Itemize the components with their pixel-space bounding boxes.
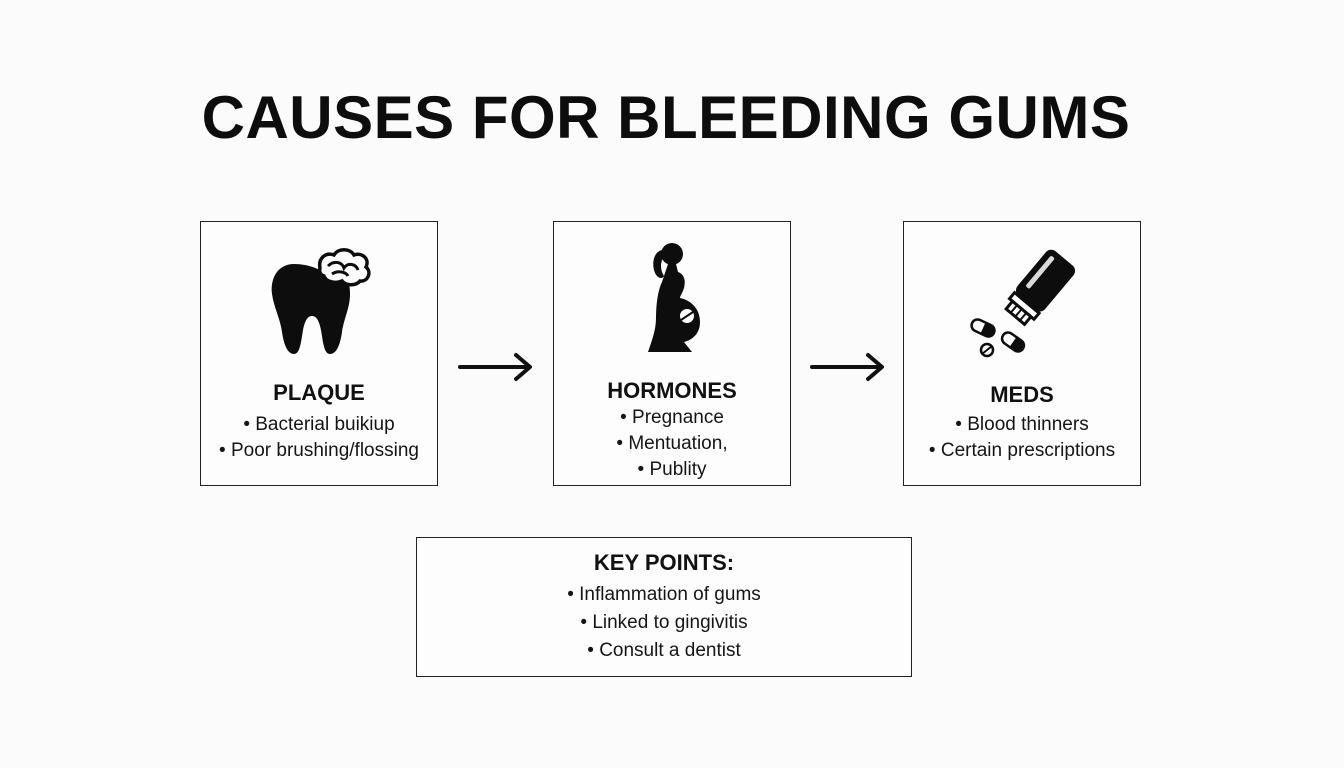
list-item: Pregnance [554, 405, 790, 431]
card-heading: HORMONES [607, 378, 737, 403]
list-item: Blood thinners [904, 412, 1140, 438]
diagram-title: CAUSES FOR BLEEDING GUMS [201, 84, 1131, 151]
card-heading: MEDS [990, 382, 1054, 407]
list-item: Inflammation of gums [417, 581, 911, 609]
pregnant-woman-icon [554, 240, 790, 358]
list-item: Poor brushing/flossing [201, 438, 437, 464]
card-list: Pregnance Mentuation, Publity [554, 405, 790, 483]
card-list: Blood thinners Certain prescriptions [904, 412, 1140, 464]
key-points-list: Inflammation of gums Linked to gingiviti… [417, 581, 911, 665]
list-item: Mentuation, [554, 431, 790, 457]
key-points-heading: KEY POINTS: [593, 550, 735, 575]
key-points-box: KEY POINTS: Inflammation of gums Linked … [416, 537, 912, 677]
list-item: Linked to gingivitis [417, 609, 911, 637]
card-meds: MEDS Blood thinners Certain prescription… [903, 221, 1141, 486]
card-hormones: HORMONES Pregnance Mentuation, Publity [553, 221, 791, 486]
arrow-right-icon [810, 353, 884, 381]
card-plaque: PLAQUE Bacterial buikiup Poor brushing/f… [200, 221, 438, 486]
card-list: Bacterial buikiup Poor brushing/flossing [201, 412, 437, 464]
list-item: Certain prescriptions [904, 438, 1140, 464]
arrow-right-icon [458, 353, 532, 381]
tooth-plaque-icon [201, 246, 437, 358]
list-item: Publity [554, 457, 790, 483]
pill-bottle-icon [904, 246, 1140, 364]
card-heading: PLAQUE [273, 380, 365, 405]
list-item: Bacterial buikiup [201, 412, 437, 438]
list-item: Consult a dentist [417, 637, 911, 665]
